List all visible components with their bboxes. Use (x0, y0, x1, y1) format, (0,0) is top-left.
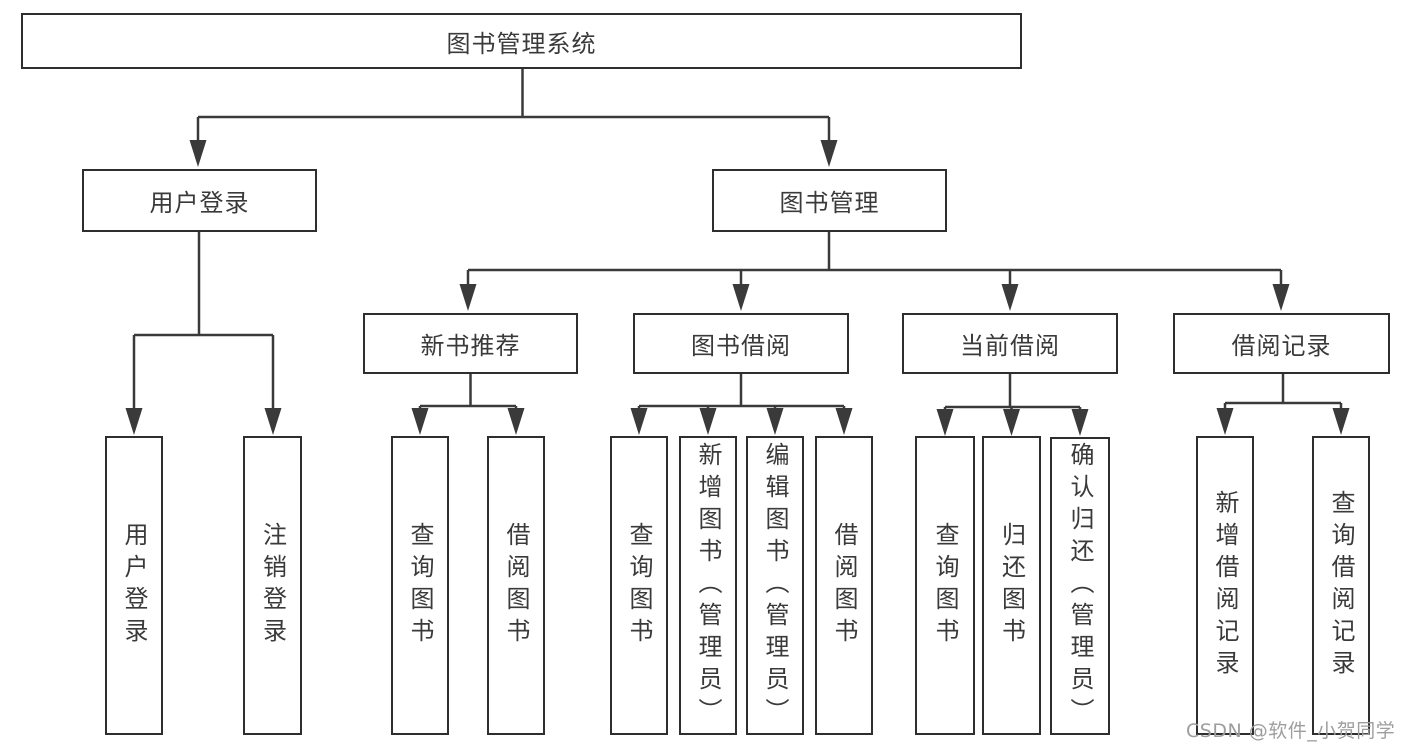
leaf-label: 用户登录 (120, 521, 148, 650)
leaf-add-borrow-record: 新增借阅记录 (1196, 436, 1254, 735)
leaf-edit-books-admin: 编辑图书（管理员） (746, 436, 804, 735)
leaf-label: 新增借阅记录 (1211, 489, 1239, 682)
leaf-label: 编辑图书（管理员） (761, 441, 789, 730)
leaf-label: 借阅图书 (830, 521, 858, 650)
leaf-label: 确认归还（管理员） (1066, 442, 1094, 730)
node-book-management: 图书管理 (712, 169, 947, 232)
leaf-label: 查询图书 (406, 521, 434, 650)
leaf-label: 归还图书 (997, 521, 1026, 650)
leaf-return-books: 归还图书 (982, 436, 1041, 735)
leaf-add-books-admin: 新增图书（管理员） (679, 436, 737, 735)
leaf-borrow-books-2: 借阅图书 (815, 436, 873, 735)
leaf-borrow-books-1: 借阅图书 (487, 436, 545, 735)
csdn-watermark: CSDN @软件_小贺同学 (1186, 720, 1396, 742)
leaf-label: 查询图书 (625, 521, 653, 650)
leaf-label: 借阅图书 (502, 521, 530, 650)
leaf-user-login: 用户登录 (105, 436, 163, 735)
leaf-query-borrow-record: 查询借阅记录 (1312, 436, 1370, 735)
leaf-query-books-2: 查询图书 (610, 436, 668, 735)
leaf-confirm-return-admin: 确认归还（管理员） (1050, 437, 1110, 735)
leaf-label: 查询图书 (931, 521, 959, 650)
leaf-label: 新增图书（管理员） (694, 441, 722, 730)
leaf-logout: 注销登录 (243, 436, 302, 735)
node-current-borrow: 当前借阅 (902, 313, 1118, 374)
leaf-query-books-3: 查询图书 (915, 436, 975, 735)
leaf-label: 注销登录 (258, 521, 287, 650)
node-borrow-record: 借阅记录 (1173, 313, 1390, 374)
node-new-book-recommend: 新书推荐 (363, 313, 578, 374)
node-root: 图书管理系统 (21, 13, 1022, 69)
leaf-query-books-1: 查询图书 (391, 436, 449, 735)
node-user-login: 用户登录 (82, 169, 317, 232)
node-book-borrow: 图书借阅 (633, 313, 849, 374)
leaf-label: 查询借阅记录 (1327, 489, 1355, 682)
